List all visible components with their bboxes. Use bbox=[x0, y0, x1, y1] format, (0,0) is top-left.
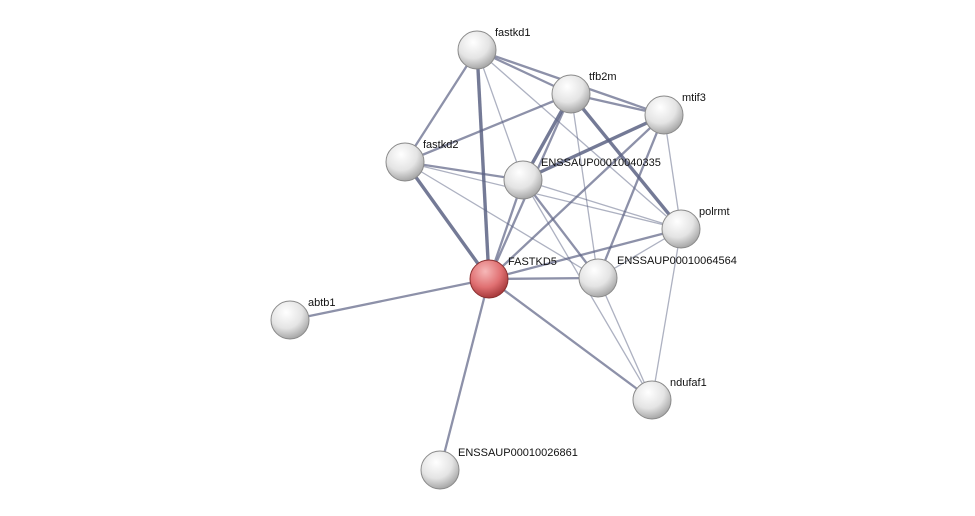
edge-FASTKD5-ndufaf1[interactable] bbox=[488, 278, 653, 401]
node-circle[interactable] bbox=[270, 300, 310, 340]
edge-fastkd1-FASTKD5[interactable] bbox=[475, 49, 491, 280]
node-circle[interactable] bbox=[661, 209, 701, 249]
node-abtb1[interactable]: abtb1 bbox=[270, 297, 336, 340]
node-circle[interactable] bbox=[644, 95, 684, 135]
edge-FASTKD5-polrmt[interactable] bbox=[488, 227, 682, 281]
edge-tfb2m-polrmt[interactable] bbox=[569, 92, 683, 231]
edge-fastkd2-E64564[interactable] bbox=[404, 161, 599, 279]
edge-fastkd1-E40335[interactable] bbox=[476, 49, 524, 181]
edge-fastkd1-polrmt[interactable] bbox=[476, 49, 682, 230]
edge-E64564-ndufaf1[interactable] bbox=[597, 277, 653, 401]
node-circle[interactable] bbox=[632, 380, 672, 420]
node-label: ENSSAUP00010064564 bbox=[617, 255, 737, 267]
node-label: tfb2m bbox=[589, 71, 617, 83]
edge-E40335-E64564[interactable] bbox=[522, 179, 599, 279]
node-polrmt[interactable]: polrmt bbox=[661, 206, 730, 249]
edge-fastkd2-E40335[interactable] bbox=[404, 160, 524, 182]
node-E64564[interactable]: ENSSAUP00010064564 bbox=[578, 255, 737, 298]
node-label: mtif3 bbox=[682, 92, 706, 104]
node-FASTKD5[interactable]: FASTKD5 bbox=[469, 256, 557, 299]
edge-mtif3-E40335[interactable] bbox=[522, 113, 665, 182]
node-circle[interactable] bbox=[551, 74, 591, 114]
node-label: ENSSAUP00010026861 bbox=[458, 447, 578, 459]
node-tfb2m[interactable]: tfb2m bbox=[551, 71, 617, 114]
edges bbox=[289, 48, 683, 471]
node-label: ENSSAUP00010040335 bbox=[541, 157, 661, 169]
node-circle[interactable] bbox=[578, 258, 618, 298]
node-label: abtb1 bbox=[308, 297, 336, 309]
node-label: ndufaf1 bbox=[670, 377, 707, 389]
node-mtif3[interactable]: mtif3 bbox=[644, 92, 706, 135]
node-circle[interactable] bbox=[420, 450, 460, 490]
node-E40335[interactable]: ENSSAUP00010040335 bbox=[503, 157, 661, 200]
edge-fastkd2-polrmt[interactable] bbox=[404, 161, 682, 230]
edge-FASTKD5-E26861[interactable] bbox=[438, 278, 491, 471]
edge-FASTKD5-abtb1[interactable] bbox=[289, 277, 490, 322]
node-fastkd1[interactable]: fastkd1 bbox=[457, 27, 530, 70]
node-ndufaf1[interactable]: ndufaf1 bbox=[632, 377, 707, 420]
edge-polrmt-ndufaf1[interactable] bbox=[651, 228, 682, 401]
node-circle[interactable] bbox=[503, 160, 543, 200]
nodes: fastkd1 tfb2m mtif3 fastkd2ENSSAUP000100403… bbox=[270, 27, 737, 490]
node-E26861[interactable]: ENSSAUP00010026861 bbox=[420, 447, 578, 490]
node-label: FASTKD5 bbox=[508, 256, 557, 268]
edge-tfb2m-fastkd2[interactable] bbox=[404, 92, 572, 164]
edge-E40335-polrmt[interactable] bbox=[522, 179, 682, 230]
node-circle[interactable] bbox=[469, 259, 509, 299]
node-circle[interactable] bbox=[457, 30, 497, 70]
edge-tfb2m-E64564[interactable] bbox=[570, 93, 599, 279]
edge-fastkd1-fastkd2[interactable] bbox=[404, 49, 478, 163]
node-fastkd2[interactable]: fastkd2 bbox=[385, 139, 458, 182]
node-label: fastkd1 bbox=[495, 27, 530, 39]
edge-fastkd2-FASTKD5[interactable] bbox=[403, 161, 491, 280]
edge-mtif3-E64564[interactable] bbox=[596, 114, 666, 279]
node-label: fastkd2 bbox=[423, 139, 458, 151]
node-circle[interactable] bbox=[385, 142, 425, 182]
node-label: polrmt bbox=[699, 206, 730, 218]
